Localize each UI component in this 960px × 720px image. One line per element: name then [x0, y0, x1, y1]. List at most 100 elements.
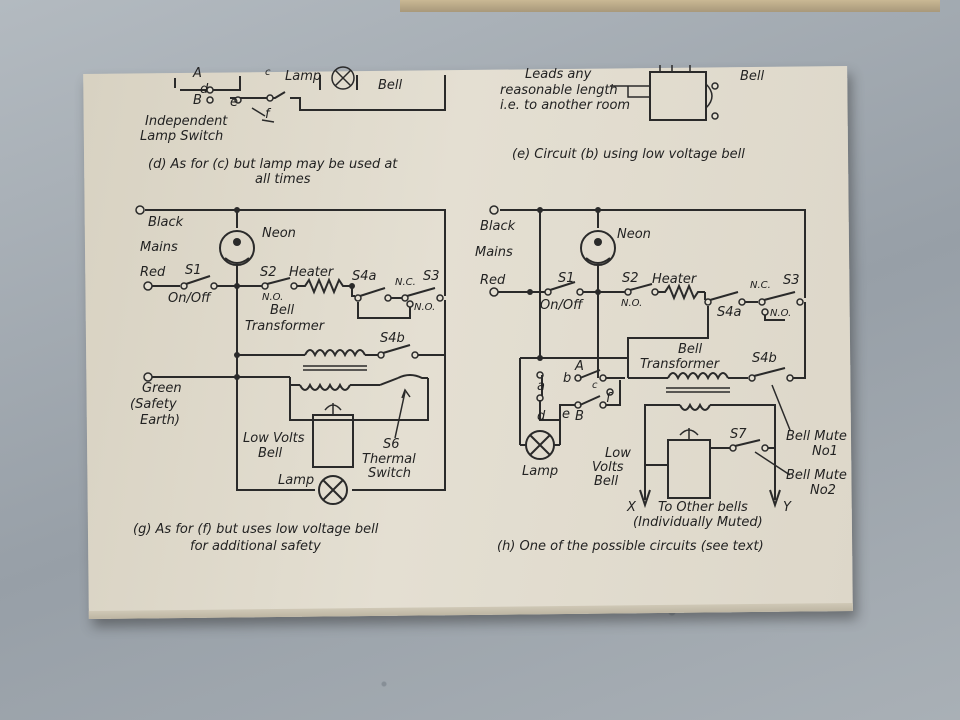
- g-label-nc: N.C.: [395, 277, 416, 288]
- g-label-red: Red: [140, 265, 166, 280]
- h-label-heater: Heater: [652, 272, 698, 287]
- g-label-s4a: S4a: [352, 269, 377, 284]
- neon-lamp-symbol: [219, 230, 255, 266]
- g-label-lvb1: Low Volts: [243, 431, 305, 446]
- h-label-s4b: S4b: [752, 351, 777, 366]
- h-label-red: Red: [480, 273, 506, 288]
- h-terminal-red: [489, 287, 499, 297]
- h-label-mute1b: No1: [812, 444, 838, 459]
- g-label-bell-t1: Bell: [270, 303, 295, 318]
- h-label-s3: S3: [783, 273, 800, 288]
- switch-label-2: Lamp Switch: [140, 129, 223, 144]
- h-label-nc: N.C.: [750, 280, 771, 291]
- g-label-black: Black: [148, 215, 184, 230]
- g-label-s2: S2: [260, 265, 277, 280]
- g-label-no: N.O.: [262, 292, 283, 303]
- h-low-volts-bell-box: [667, 439, 711, 499]
- caption-g-1: (g) As for (f) but uses low voltage bell: [133, 522, 379, 537]
- label-bell: Bell: [378, 78, 403, 93]
- g-label-no2: N.O.: [414, 302, 435, 313]
- lamp-symbol: [331, 66, 355, 90]
- h-label-sw-f: f: [606, 391, 613, 406]
- leads-line-1: Leads any: [525, 67, 592, 82]
- h-label-s2: S2: [622, 271, 639, 286]
- h-label-sw-e: e: [562, 407, 570, 422]
- caption-g-2: for additional safety: [190, 539, 321, 554]
- h-label-s1: S1: [558, 271, 575, 286]
- terminal-green: [143, 372, 153, 382]
- caption-h: (h) One of the possible circuits (see te…: [497, 539, 764, 554]
- h-terminal-black: [489, 205, 499, 215]
- g-label-switch: Switch: [368, 466, 411, 481]
- label-d: d: [200, 82, 209, 97]
- label-f: f: [265, 107, 272, 122]
- terminal-red: [143, 281, 153, 291]
- label-a: A: [192, 66, 202, 81]
- terminal-black: [135, 205, 145, 215]
- label-b: B: [193, 93, 202, 108]
- h-label-mains: Mains: [475, 245, 513, 260]
- diagram-g: Black Mains Red Neon S1 On/Off S2 N.O. H…: [130, 205, 446, 554]
- caption-e: (e) Circuit (b) using low voltage bell: [512, 147, 745, 162]
- h-label-no2: N.O.: [770, 308, 791, 319]
- h-label-sw-bb: B: [575, 409, 584, 424]
- g-label-s3: S3: [423, 269, 440, 284]
- g-label-s6: S6: [383, 437, 400, 452]
- leads-line-3: i.e. to another room: [500, 98, 630, 113]
- diagram-d: A B d e c f Lamp Bell Independent Lamp S…: [140, 66, 446, 187]
- low-volts-bell-box: [312, 414, 354, 468]
- caption-d-1: (d) As for (c) but lamp may be used at: [148, 157, 398, 172]
- h-label-lamp: Lamp: [522, 464, 558, 479]
- h-label-lvb1: Low: [605, 446, 631, 461]
- g-label-safety: (Safety: [130, 397, 177, 412]
- label-lamp: Lamp: [285, 69, 321, 84]
- h-label-neon: Neon: [617, 227, 651, 242]
- h-label-lvb2: Volts: [592, 460, 624, 475]
- g-label-mains: Mains: [140, 240, 178, 255]
- h-label-mute1a: Bell Mute: [786, 429, 847, 444]
- caption-d-2: all times: [255, 172, 311, 187]
- h-label-other1: To Other bells: [658, 500, 748, 515]
- g-label-heater: Heater: [289, 265, 335, 280]
- leads-line-2: reasonable length: [500, 83, 618, 98]
- g-label-lvb2: Bell: [258, 446, 283, 461]
- switch-label-1: Independent: [145, 114, 228, 129]
- g-label-s4b: S4b: [380, 331, 405, 346]
- h-label-other2: (Individually Muted): [633, 515, 763, 530]
- h-label-sw-d: d: [537, 409, 546, 424]
- h-label-mute2a: Bell Mute: [786, 468, 847, 483]
- label-e: e: [230, 95, 238, 110]
- h-label-sw-a: A: [574, 359, 584, 374]
- h-label-s7: S7: [730, 427, 747, 442]
- g-label-bell-t2: Transformer: [245, 319, 326, 334]
- h-label-sw-c: c: [592, 380, 598, 391]
- g-label-onoff: On/Off: [168, 291, 212, 306]
- bell-box-e: [649, 71, 707, 121]
- h-label-onoff: On/Off: [540, 298, 584, 313]
- h-label-s4a: S4a: [717, 305, 742, 320]
- g-label-thermal: Thermal: [362, 452, 416, 467]
- diagram-e: Leads any reasonable length i.e. to anot…: [500, 65, 765, 162]
- g-label-neon: Neon: [262, 226, 296, 241]
- diagram-h: Black Mains Red Neon S1 On/Off S2 N.O. H…: [475, 205, 847, 554]
- h-label-no: N.O.: [621, 298, 642, 309]
- lamp-symbol-g: [318, 475, 348, 505]
- h-label-sw-b: b: [563, 371, 571, 386]
- book-edge: [400, 0, 940, 12]
- h-label-mute2b: No2: [810, 483, 836, 498]
- label-c: c: [265, 67, 271, 78]
- label-bell-e: Bell: [740, 69, 765, 84]
- h-label-bell-t1: Bell: [678, 342, 703, 357]
- h-label-black: Black: [480, 219, 516, 234]
- h-label-bell-t2: Transformer: [640, 357, 721, 372]
- g-label-s1: S1: [185, 263, 202, 278]
- h-label-x: X: [626, 500, 637, 515]
- h-neon-lamp-symbol: [580, 230, 616, 266]
- h-label-sw-a2: a: [537, 379, 545, 394]
- g-label-lamp: Lamp: [278, 473, 314, 488]
- h-label-y: Y: [783, 500, 792, 515]
- h-label-lvb3: Bell: [594, 474, 619, 489]
- g-label-green: Green: [142, 381, 182, 396]
- g-label-earth: Earth): [140, 413, 180, 428]
